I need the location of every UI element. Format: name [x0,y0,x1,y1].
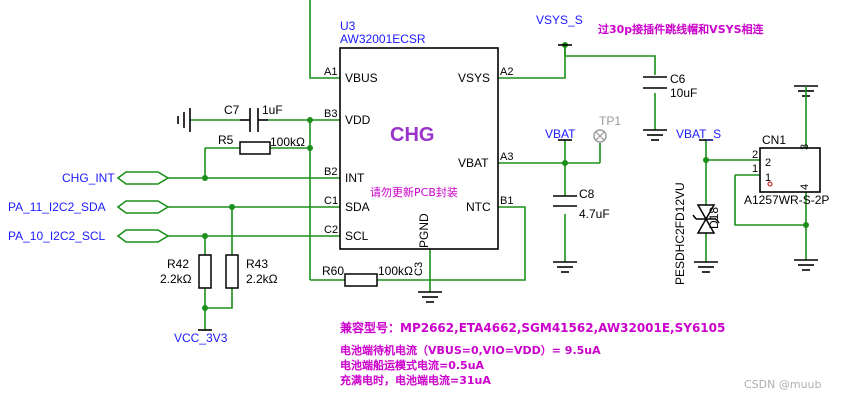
junction-dots [202,42,809,311]
cn1-ref: CN1 [762,133,786,147]
r43-value: 2.2kΩ [246,272,278,286]
cn1-pin-1: 1 [752,163,758,175]
net-vsys-s: VSYS_S [536,13,583,27]
pin-num-a2: A2 [500,66,513,78]
gnd-c6-symbol [643,129,667,141]
pin-num-b2: B2 [324,166,337,178]
scl-port [116,229,170,243]
c7-value: 1uF [262,103,283,117]
pin-num-c1: C1 [324,195,338,207]
cn1-pin-1-inner: 1 [765,172,771,184]
c8-value: 4.7uF [579,207,610,221]
net-scl: PA_10_I2C2_SCL [8,229,106,243]
r42-resistor [198,254,212,289]
gnd-c8-symbol [553,261,577,273]
cn1-pin-2: 2 [752,149,758,161]
r60-resistor [344,273,378,287]
c6-ref: C6 [670,72,686,86]
net-vcc: VCC_3V3 [174,331,228,345]
note-charging: 充满电时，电池端电流=31uA [340,373,491,387]
cn1-connector [759,147,821,193]
pin-name-vsys: VSYS [458,71,490,85]
c7-capacitor [240,108,268,132]
c8-capacitor [553,195,577,207]
pin-num-c2: C2 [324,224,338,236]
pin-num-b1: B1 [500,195,513,207]
ic-u3: U3 AW32001ECSR CHG 请勿更新PCB封装 A1 VBUS B3 … [324,19,513,276]
pin-num-c3: C3 [413,262,425,276]
net-chg-int: CHG_INT [62,171,115,185]
c7-ref: C7 [224,103,240,117]
pin-num-a1: A1 [324,66,337,78]
gnd-d18-symbol [694,261,718,273]
gnd-pgnd-symbol [418,291,442,303]
d18-ref: D18 [707,207,721,229]
cn1-pin-2-inner: 2 [765,157,771,169]
sda-port [116,200,170,214]
tp1-testpoint [593,129,607,143]
r5-value: 100kΩ [270,135,305,149]
pin-name-scl: SCL [345,229,369,243]
tp1-ref: TP1 [599,114,621,128]
r43-ref: R43 [246,257,268,271]
note-jumper: 过30p接插件跳线帽和VSYS相连 [598,22,765,36]
cn1-pin-3: 3 [799,144,811,150]
note-compat: 兼容型号：MP2662,ETA4662,SGM41562,AW32001E,SY… [339,320,725,335]
pin-num-a3: A3 [500,151,513,163]
r60-ref: R60 [322,264,344,278]
d18-tvs-diode [692,204,720,234]
pin-name-vbat: VBAT [458,156,489,170]
c8-ref: C8 [579,187,595,201]
cn1-part: A1257WR-S-2P [744,193,829,207]
pin-name-int: INT [345,171,365,185]
ic-body [339,47,499,250]
c6-capacitor [643,76,667,89]
pin-name-vbus: VBUS [345,71,378,85]
net-vbat-s: VBAT_S [676,127,721,141]
cn1-pin1-marker [767,181,773,187]
r42-value: 2.2kΩ [160,272,192,286]
pin-num-b3: B3 [324,108,337,120]
c6-value: 10uF [670,86,697,100]
r42-ref: R42 [167,257,189,271]
r5-resistor [239,141,271,155]
pin-name-sda: SDA [345,200,370,214]
net-sda: PA_11_I2C2_SDA [8,200,106,214]
gnd-left-symbol [177,108,191,132]
watermark: CSDN @muub [744,378,822,391]
gnd-cn1-top-symbol [794,85,818,110]
ic-warning: 请勿更新PCB封装 [370,185,458,199]
r60-value: 100kΩ [378,264,413,278]
chg-int-port [116,171,170,185]
pin-name-pgnd: PGND [417,213,431,248]
note-ship: 电池端船运模式电流=0.5uA [340,358,485,372]
d18-part: PESDHC2FD12VU [673,182,687,285]
net-ports [116,171,170,243]
note-standby: 电池端待机电流（VBUS=0,VIO=VDD）= 9.5uA [340,343,601,357]
gnd-cn1-bottom-symbol [794,259,818,271]
r43-resistor [225,254,239,289]
r5-ref: R5 [218,133,234,147]
ic-ref: U3 [340,19,356,33]
net-vbat: VBAT [545,127,576,141]
ic-part: AW32001ECSR [340,32,426,46]
pin-name-vdd: VDD [345,113,371,127]
pin-name-ntc: NTC [466,200,491,214]
cn1-pin-4: 4 [799,184,811,190]
ic-label: CHG [390,124,434,146]
